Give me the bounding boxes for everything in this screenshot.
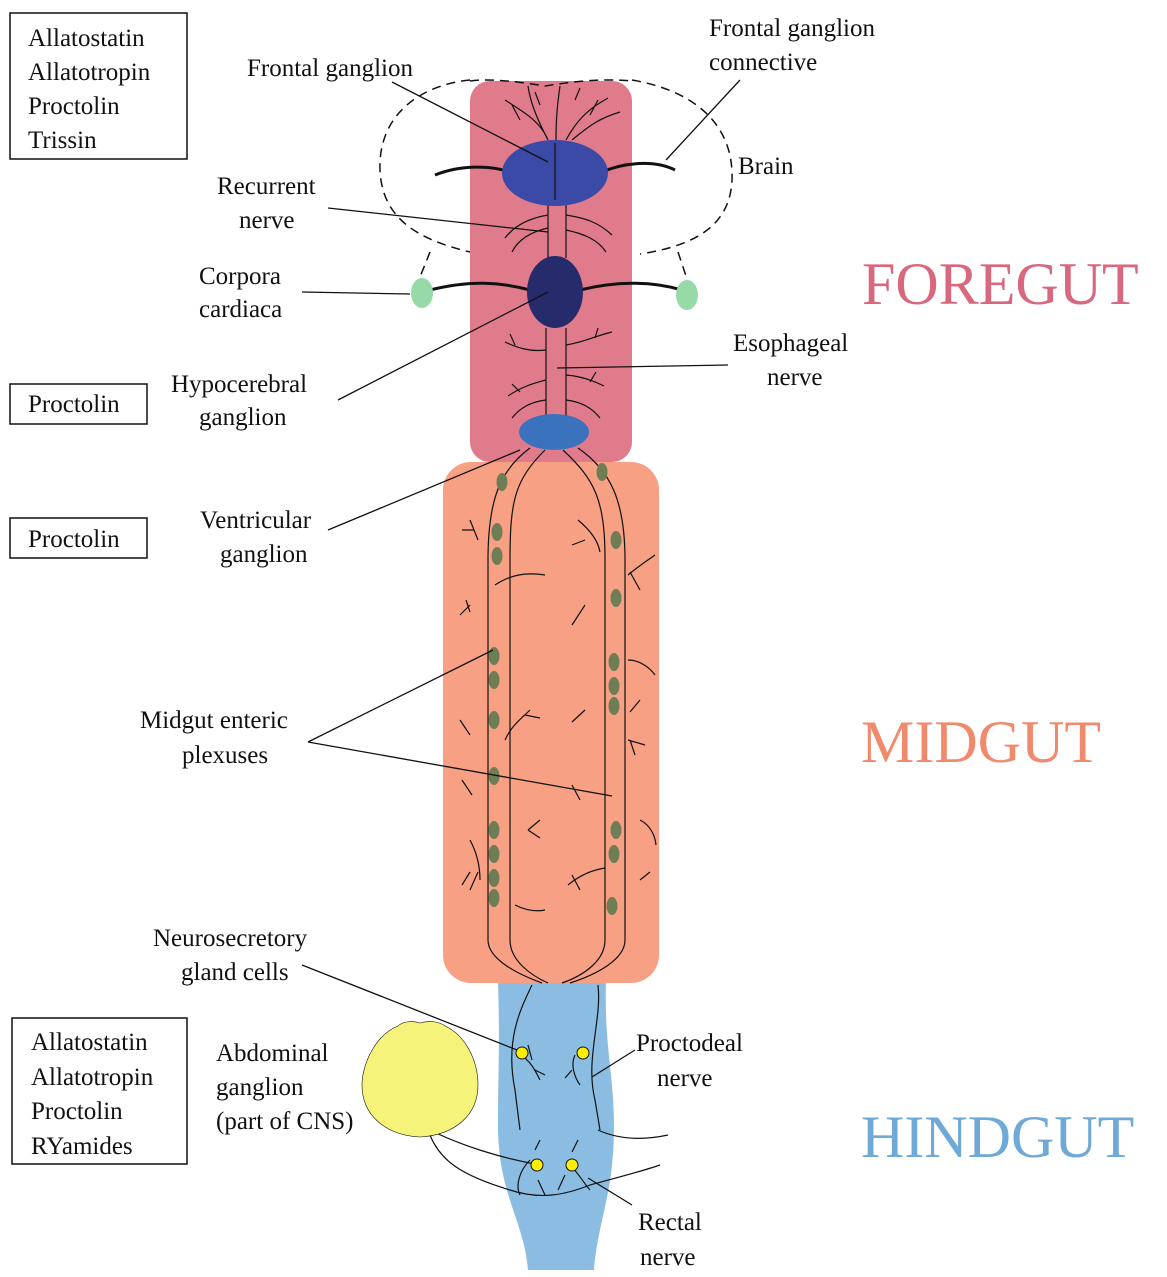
label-recurrent-2: nerve (239, 207, 295, 234)
gland-cell (531, 1159, 543, 1171)
label-frontal-ganglion: Frontal ganglion (247, 55, 413, 82)
plexus-cell (489, 671, 500, 689)
corpora-connective-left (418, 252, 430, 282)
plexus-cell (609, 697, 620, 715)
label-neurosecretory-1: Neurosecretory (153, 925, 308, 952)
peptide-abdominal-1: Allatostatin (31, 1029, 148, 1056)
label-corpora-2: cardiaca (199, 296, 282, 323)
label-neurosecretory-2: gland cells (181, 959, 289, 986)
peptide-abdominal-4: RYamides (31, 1133, 133, 1160)
plexus-cell (489, 647, 500, 665)
plexus-cell (597, 463, 608, 481)
ventricular-ganglion (519, 414, 589, 450)
label-abdominal-2: ganglion (216, 1074, 304, 1101)
corpora-connective-right (678, 252, 688, 282)
label-frontal-connective-1: Frontal ganglion (709, 15, 875, 42)
peptide-ventricular: Proctolin (28, 526, 120, 553)
label-ventricular-2: ganglion (220, 541, 308, 568)
plexus-cell (489, 711, 500, 729)
plexus-cell (609, 845, 620, 863)
plexus-cell (492, 547, 503, 565)
plexus-cell (489, 821, 500, 839)
label-esophageal-2: nerve (767, 364, 823, 391)
peptide-abdominal-3: Proctolin (31, 1098, 123, 1125)
label-corpora-1: Corpora (199, 263, 281, 290)
label-esophageal-1: Esophageal (733, 330, 848, 357)
plexus-cell (607, 897, 618, 915)
plexus-cell (611, 589, 622, 607)
peptide-brain-2: Allatotropin (28, 59, 151, 86)
plexus-cell (489, 889, 500, 907)
abdominal-ganglion (362, 1022, 478, 1137)
corpora-cardiaca-left (411, 278, 433, 308)
label-proctodeal-1: Proctodeal (636, 1030, 743, 1057)
gland-cell (566, 1159, 578, 1171)
plexus-cell (611, 821, 622, 839)
label-abdominal-1: Abdominal (216, 1040, 329, 1067)
gland-cell (577, 1047, 589, 1059)
label-brain: Brain (738, 153, 794, 180)
label-midgut-plexus-1: Midgut enteric (140, 707, 288, 734)
peptide-hypocerebral: Proctolin (28, 391, 120, 418)
label-frontal-connective-2: connective (709, 49, 817, 76)
plexus-cell (611, 531, 622, 549)
label-abdominal-3: (part of CNS) (216, 1108, 353, 1135)
label-recurrent-1: Recurrent (217, 173, 316, 200)
plexus-cell (609, 677, 620, 695)
plexus-cell (489, 869, 500, 887)
label-midgut-plexus-2: plexuses (182, 742, 268, 769)
label-rectal-2: nerve (640, 1244, 696, 1271)
label-hypocerebral-1: Hypocerebral (171, 371, 307, 398)
label-proctodeal-2: nerve (657, 1065, 713, 1092)
region-label-hindgut: HINDGUT (861, 1104, 1134, 1170)
peptide-brain-1: Allatostatin (28, 25, 145, 52)
peptide-abdominal-2: Allatotropin (31, 1064, 154, 1091)
label-hypocerebral-2: ganglion (199, 404, 287, 431)
peptide-brain-3: Proctolin (28, 93, 120, 120)
plexus-cell (492, 523, 503, 541)
plexus-cell (497, 473, 508, 491)
label-rectal-1: Rectal (638, 1209, 702, 1236)
gland-cell (516, 1047, 528, 1059)
hypocerebral-ganglion (527, 256, 583, 328)
corpora-cardiaca-right (676, 280, 698, 310)
plexus-cell (489, 845, 500, 863)
peptide-brain-4: Trissin (28, 127, 97, 154)
label-ventricular-1: Ventricular (200, 507, 312, 534)
region-label-foregut: FOREGUT (862, 251, 1139, 317)
midgut-region (443, 462, 659, 983)
plexus-cell (609, 653, 620, 671)
region-label-midgut: MIDGUT (861, 709, 1101, 775)
